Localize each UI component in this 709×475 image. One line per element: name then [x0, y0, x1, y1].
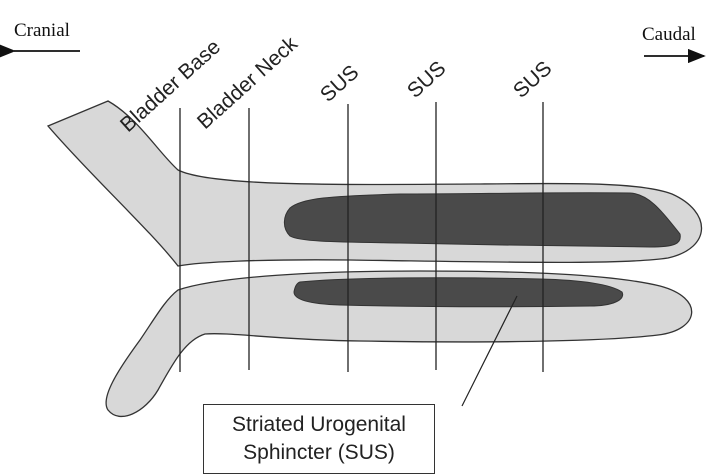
- callout-line-1: Striated Urogenital: [204, 411, 434, 439]
- lower-sphincter-region: [294, 278, 623, 307]
- label-sus-3: SUS: [509, 57, 556, 103]
- callout-line-2: Sphincter (SUS): [204, 439, 434, 467]
- caudal-label: Caudal: [642, 24, 696, 45]
- label-sus-2: SUS: [403, 57, 450, 103]
- upper-sphincter-region: [284, 193, 680, 247]
- cranial-label: Cranial: [14, 20, 70, 41]
- sus-callout-box: Striated Urogenital Sphincter (SUS): [203, 404, 435, 474]
- label-sus-1: SUS: [316, 61, 363, 107]
